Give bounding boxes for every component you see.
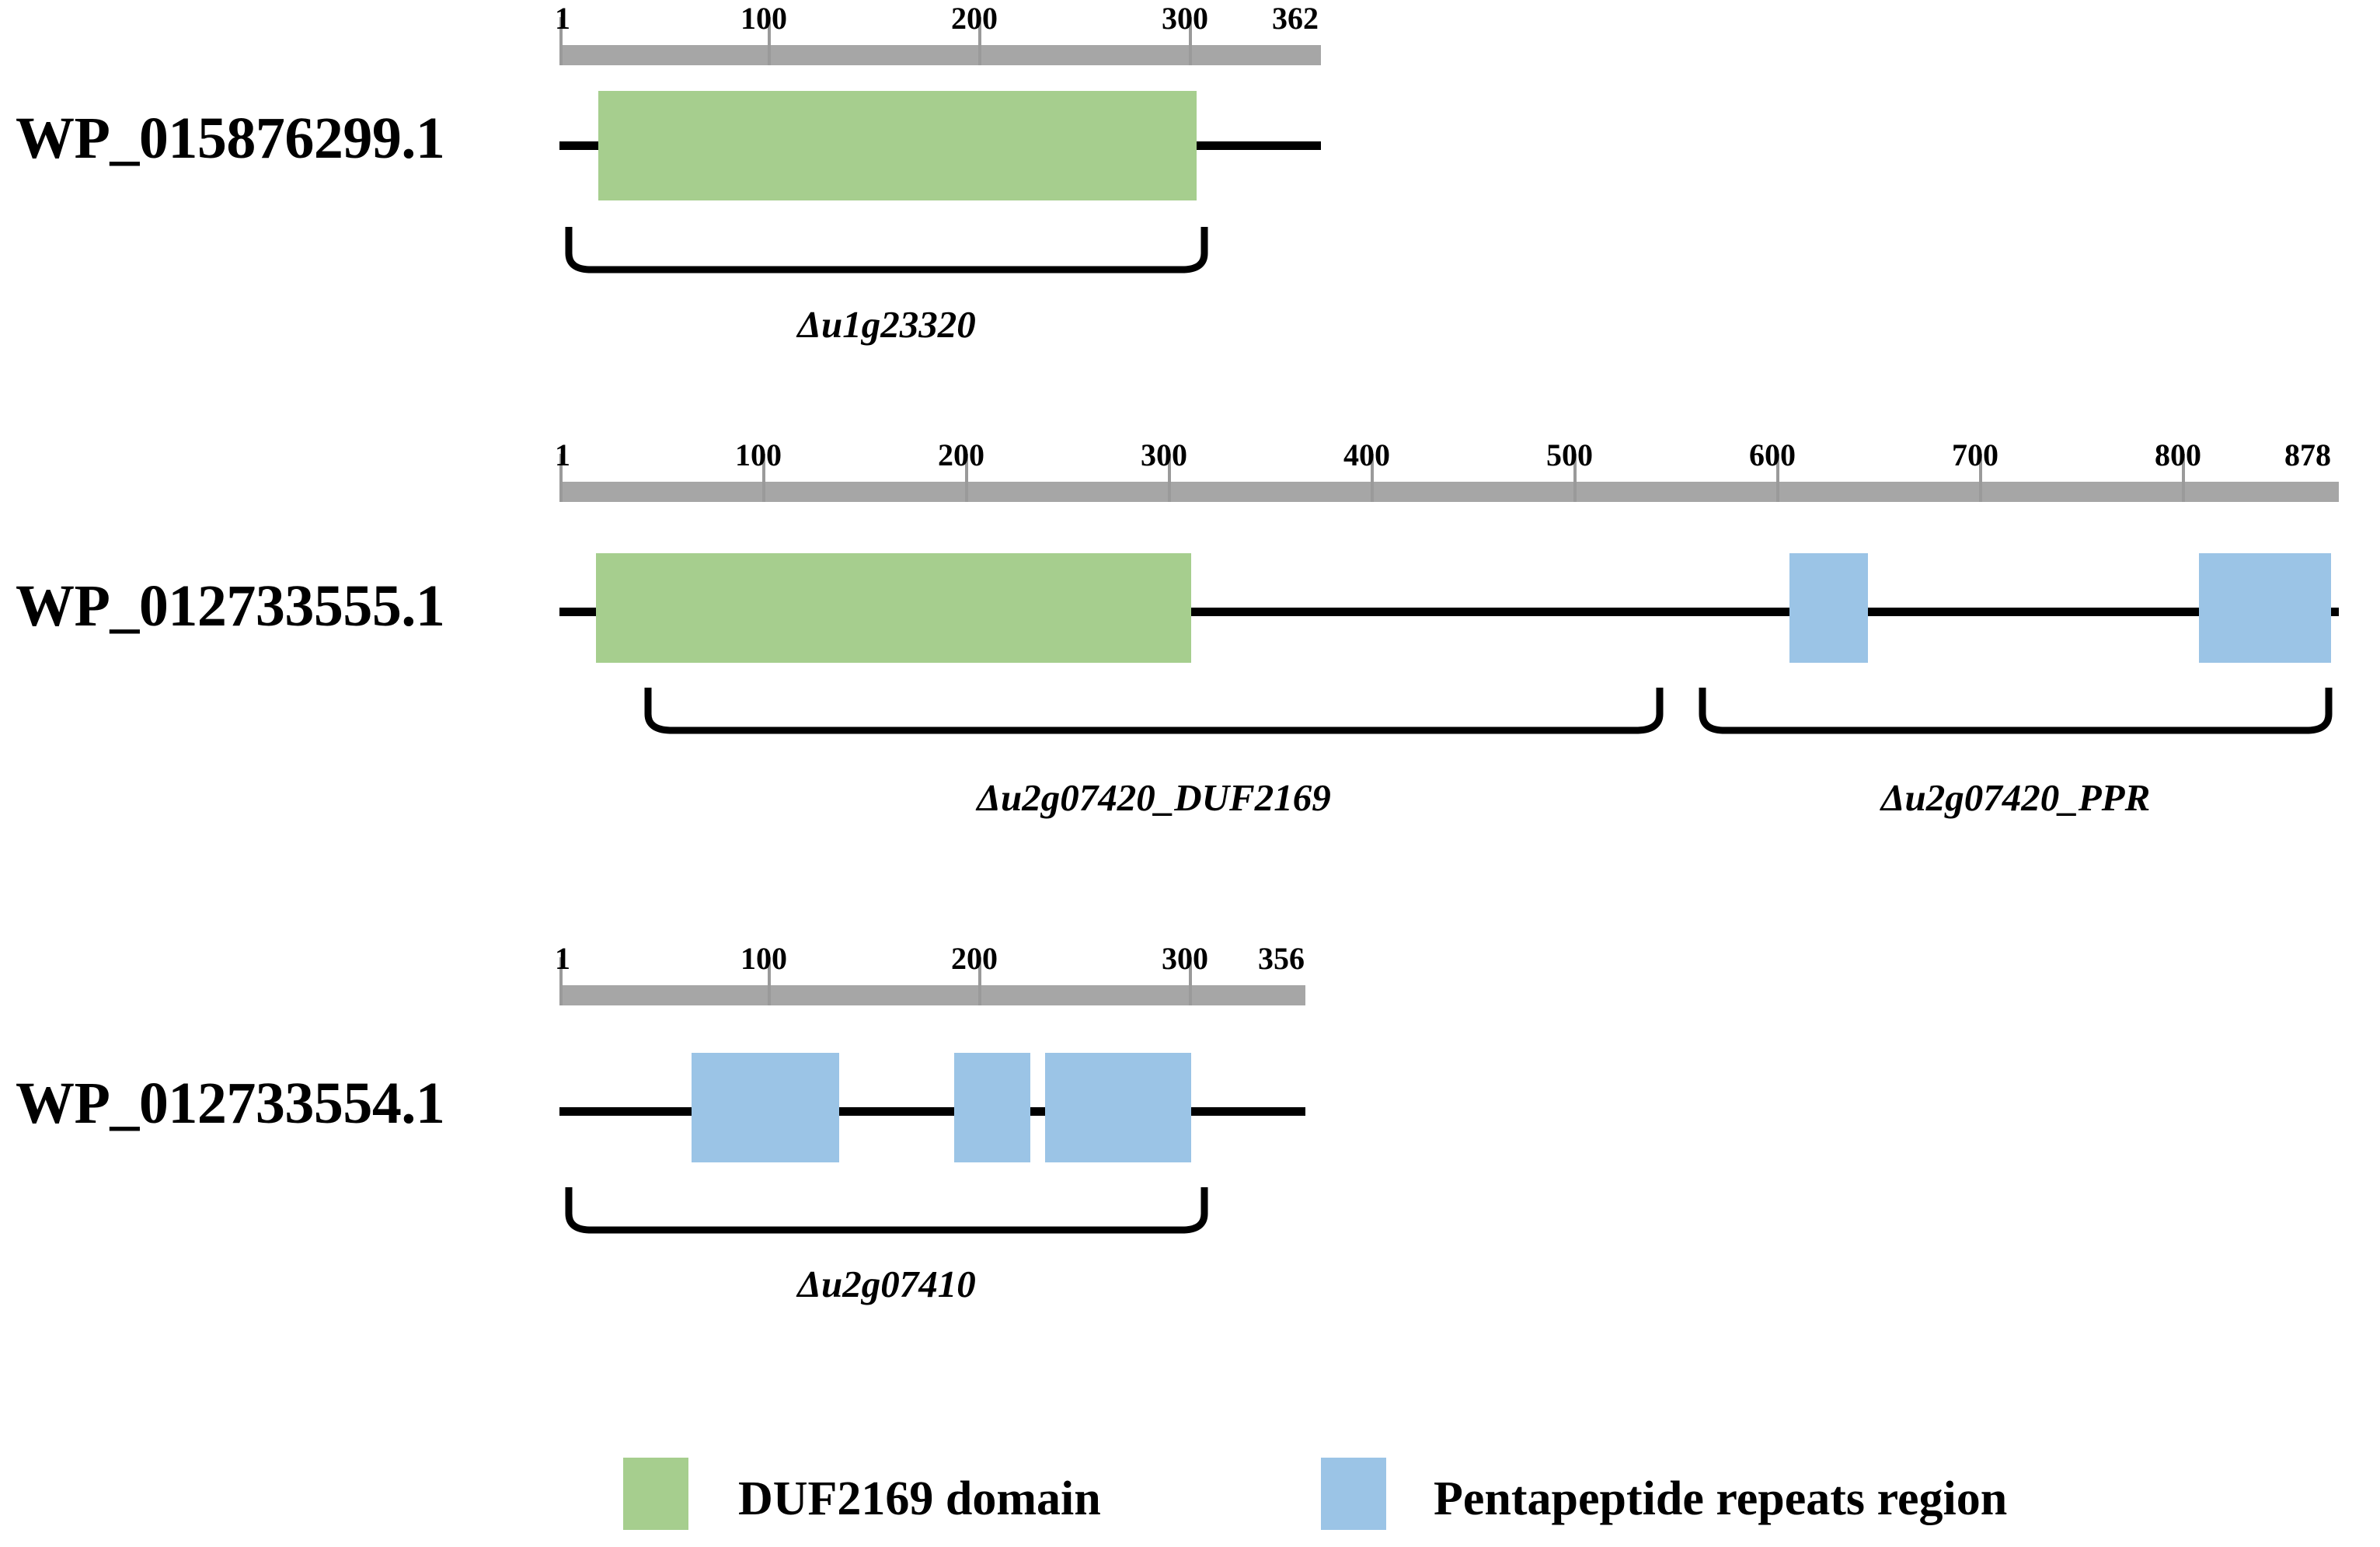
domain-box-pentapeptide-3-2: [954, 1053, 1030, 1162]
bracket-label-1: Δu1g23320: [797, 303, 976, 346]
ruler-tick-2-100: [762, 454, 765, 502]
ruler-tick-label-2-800: 800: [2155, 437, 2201, 472]
ruler-tick-2-200: [965, 454, 968, 502]
ruler-tick-2-500: [1573, 454, 1577, 502]
ruler-bar-2: [559, 482, 2339, 502]
bracket-1: [564, 227, 1209, 275]
bracket-label-2-ppr: Δu2g07420_PPR: [1880, 776, 2151, 819]
domain-box-pentapeptide-2-1: [1789, 553, 1868, 663]
ruler-tick-3-1: [559, 957, 563, 1005]
legend-swatch-pentapeptide: [1321, 1458, 1386, 1530]
ruler-tick-label-1-100: 100: [740, 1, 787, 36]
ruler-tick-2-300: [1168, 454, 1171, 502]
ruler-tick-2-400: [1371, 454, 1374, 502]
ruler-tick-2-1: [559, 454, 563, 502]
ruler-tick-1-1: [559, 17, 563, 65]
domain-box-duf2169-1: [598, 91, 1197, 200]
ruler-tick-label-3-300: 300: [1162, 941, 1208, 976]
ruler-tick-3-300: [1189, 957, 1192, 1005]
ruler-bar-3: [559, 985, 1305, 1005]
bracket-3: [564, 1187, 1209, 1235]
ruler-bar-1: [559, 45, 1321, 65]
backbone-line-2: [559, 608, 2339, 616]
protein-label-3: WP_012733554.1: [16, 1071, 445, 1136]
backbone-line-3: [559, 1107, 1305, 1116]
ruler-tick-3-100: [768, 957, 771, 1005]
ruler-tick-2-700: [1979, 454, 1982, 502]
domain-box-pentapeptide-2-2: [2199, 553, 2331, 663]
ruler-tick-1-300: [1189, 17, 1192, 65]
ruler-tick-label-2-200: 200: [938, 437, 984, 472]
bracket-2-duf2169: [643, 688, 1664, 736]
ruler-tick-label-3-200: 200: [951, 941, 998, 976]
protein-label-2: WP_012733555.1: [16, 573, 445, 639]
legend-label-duf2169: DUF2169 domain: [738, 1472, 1101, 1525]
bracket-2-ppr: [1698, 688, 2333, 736]
ruler-tick-label-1-300: 300: [1162, 1, 1208, 36]
ruler-end-label-3: 356: [1258, 941, 1305, 976]
protein-label-1: WP_015876299.1: [16, 106, 445, 171]
ruler-end-label-2: 878: [2284, 437, 2331, 472]
ruler-tick-label-2-600: 600: [1749, 437, 1796, 472]
ruler-tick-label-1-1: 1: [555, 1, 570, 36]
ruler-tick-2-600: [1776, 454, 1779, 502]
legend-label-pentapeptide: Pentapeptide repeats region: [1434, 1472, 2008, 1525]
ruler-tick-label-2-500: 500: [1546, 437, 1593, 472]
ruler-tick-label-2-400: 400: [1343, 437, 1390, 472]
ruler-tick-label-1-200: 200: [951, 1, 998, 36]
bracket-label-3: Δu2g07410: [797, 1263, 976, 1305]
ruler-tick-label-3-100: 100: [740, 941, 787, 976]
domain-box-pentapeptide-3-1: [692, 1053, 839, 1162]
ruler-tick-1-200: [978, 17, 981, 65]
ruler-tick-2-800: [2182, 454, 2185, 502]
ruler-tick-label-2-1: 1: [555, 437, 570, 472]
domain-box-duf2169-2: [596, 553, 1191, 663]
ruler-tick-label-2-300: 300: [1141, 437, 1187, 472]
ruler-tick-label-2-100: 100: [735, 437, 782, 472]
ruler-tick-label-3-1: 1: [555, 941, 570, 976]
domain-box-pentapeptide-3-3: [1045, 1053, 1191, 1162]
ruler-tick-3-200: [978, 957, 981, 1005]
ruler-tick-label-2-700: 700: [1952, 437, 1998, 472]
bracket-label-2-duf2169: Δu2g07420_DUF2169: [977, 776, 1331, 819]
ruler-end-label-1: 362: [1272, 1, 1319, 36]
ruler-tick-1-100: [768, 17, 771, 65]
legend-swatch-duf2169: [623, 1458, 688, 1530]
